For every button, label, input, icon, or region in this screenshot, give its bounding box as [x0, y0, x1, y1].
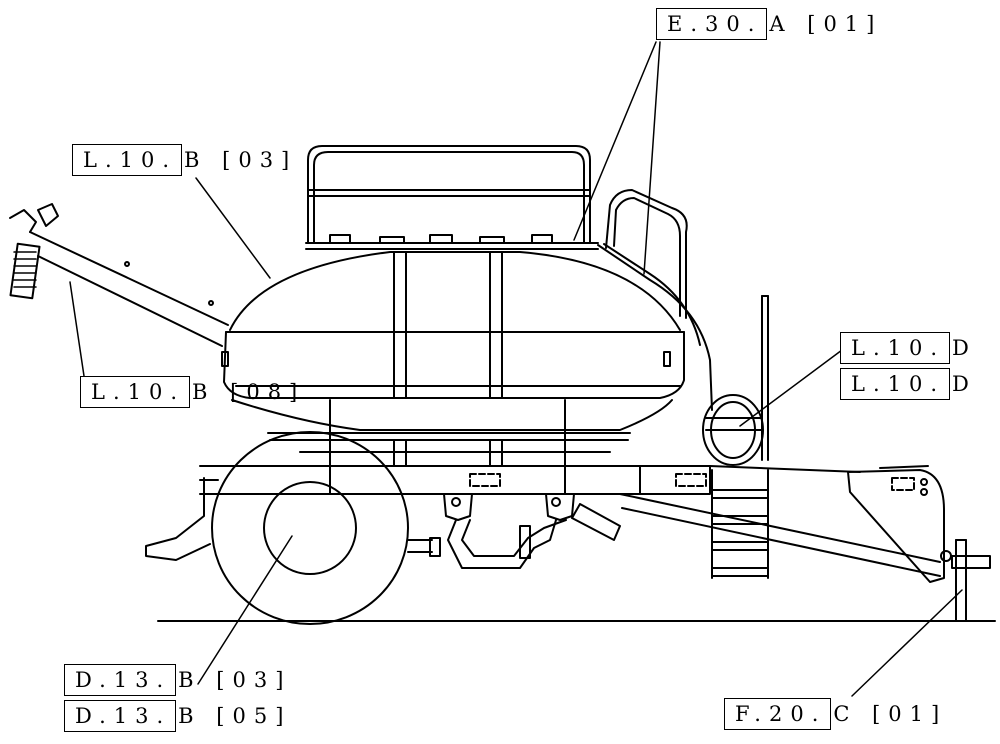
leader-lines [69, 41, 963, 697]
frame [145, 465, 991, 622]
auger [9, 203, 229, 347]
callout-code: L.10. [72, 144, 183, 176]
callout-suffix: D [952, 336, 977, 360]
hose-drum [702, 295, 769, 466]
callout-l10d-1[interactable]: L.10. D [840, 332, 977, 364]
callout-suffix: D [952, 372, 977, 396]
top-rails [305, 145, 599, 250]
callout-suffix: A [01] [769, 12, 883, 36]
callout-code: F.20. [724, 698, 832, 730]
callout-code: L.10. [80, 376, 191, 408]
callout-code: D.13. [64, 700, 177, 732]
callout-d13b05[interactable]: D.13. B [05] [64, 700, 291, 732]
callout-suffix: C [01] [833, 702, 948, 726]
callout-l10d-2[interactable]: L.10. D [840, 368, 977, 400]
callout-d13b03[interactable]: D.13. B [03] [64, 664, 291, 696]
callout-suffix: B [03] [178, 668, 292, 692]
callout-code: L.10. [840, 368, 951, 400]
callout-l10b03[interactable]: L.10. B [03] [72, 144, 297, 176]
callout-e30a[interactable]: E.30. A [01] [656, 8, 882, 40]
callout-code: D.13. [64, 664, 177, 696]
side-handrail [597, 189, 713, 411]
callout-code: L.10. [840, 332, 951, 364]
ladder [711, 469, 769, 579]
wheel [211, 431, 433, 625]
callout-code: E.30. [656, 8, 768, 40]
callout-suffix: B [03] [184, 148, 298, 172]
callout-l10b08[interactable]: L.10. B [08] [80, 376, 305, 408]
callout-suffix: B [08] [192, 380, 306, 404]
callout-suffix: B [05] [178, 704, 292, 728]
callout-f20c[interactable]: F.20. C [01] [724, 698, 947, 730]
meters [329, 399, 621, 569]
